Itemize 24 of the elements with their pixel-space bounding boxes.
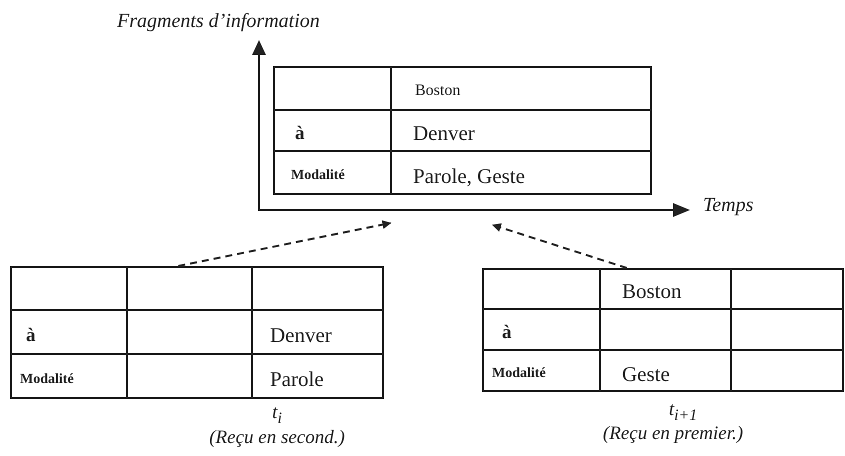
table xyxy=(273,66,652,195)
node-label: (Reçu en premier.) xyxy=(602,424,744,445)
cell-text: à xyxy=(502,323,512,342)
node-label: t$_{i}$ xyxy=(272,403,282,428)
cell-text: Boston xyxy=(415,83,460,99)
cell-text: Denver xyxy=(270,324,332,346)
axis-label: Fragments d’information xyxy=(117,10,320,32)
axis-label: Temps xyxy=(703,194,754,216)
cell-text: à xyxy=(295,124,304,143)
node-label: t$_{i+1}$ xyxy=(668,400,698,424)
cell-text: Boston xyxy=(622,281,682,302)
arrow xyxy=(178,220,392,267)
cell-text: Parole xyxy=(270,369,324,390)
table xyxy=(10,266,384,399)
cell-text: Geste xyxy=(622,364,670,384)
cell-text: Modalité xyxy=(291,169,345,183)
cell-text: Denver xyxy=(413,123,475,144)
arrow xyxy=(492,223,628,269)
table xyxy=(482,268,844,392)
cell-text: Parole, Geste xyxy=(413,166,525,186)
cell-text: Modalité xyxy=(492,367,546,381)
node-label: (Reçu en second.) xyxy=(209,428,345,449)
cell-text: Modalité xyxy=(20,372,74,386)
cell-text: à xyxy=(26,326,36,344)
